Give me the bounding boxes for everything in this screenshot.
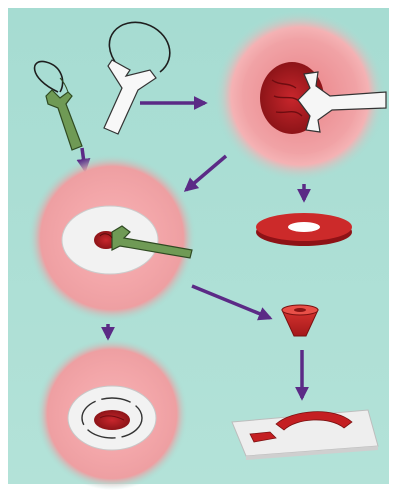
ablation-site-icon — [28, 154, 196, 322]
healed-site-icon — [36, 338, 188, 490]
tissue-ring-icon — [256, 213, 352, 246]
excision-site-icon — [214, 10, 386, 182]
